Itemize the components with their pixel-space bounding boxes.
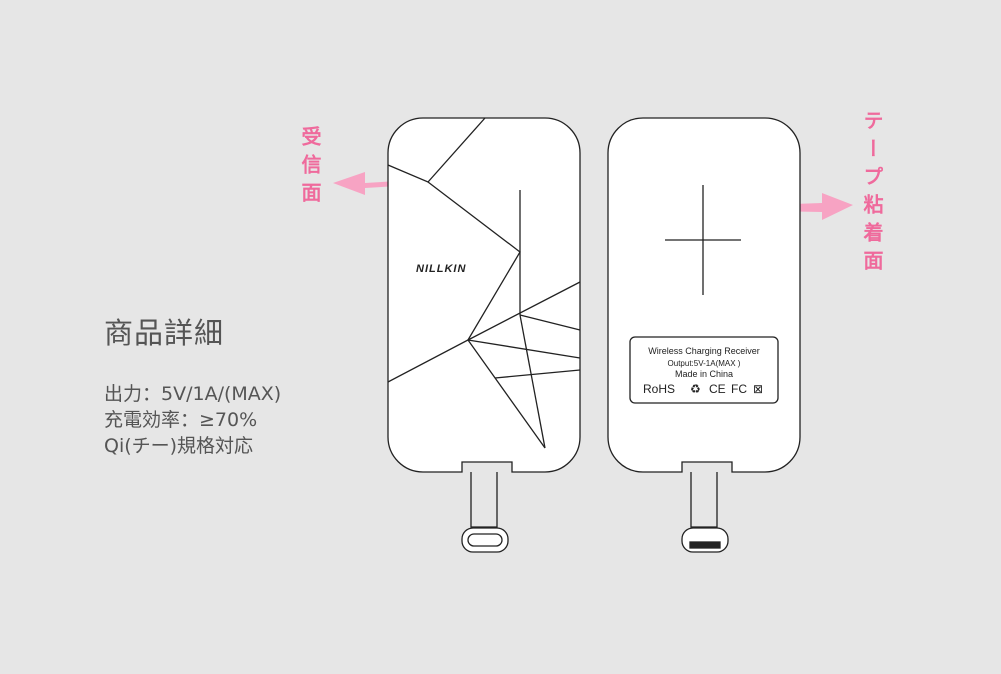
brand-logo: NILLKIN [416, 263, 466, 275]
label-line-3: Made in China [675, 369, 733, 379]
spec-efficiency: 充電効率：≥70% [104, 409, 258, 431]
arrow-left-icon [333, 172, 415, 195]
product-details-heading: 商品詳細 [104, 316, 225, 350]
rohs-mark: RoHS [643, 382, 675, 396]
callout-tape-side: テープ粘着面 [860, 110, 884, 278]
device-back [607, 117, 801, 553]
recycle-icon: ♻ [690, 382, 701, 396]
spec-output: 出力：5V/1A/(MAX) [104, 383, 282, 405]
fcc-mark: FC [731, 382, 747, 396]
weee-bin-icon: ⊠ [753, 382, 763, 396]
ce-mark: CE [709, 382, 726, 396]
spec-qi: Qi(チー)規格対応 [104, 435, 254, 457]
label-line-1: Wireless Charging Receiver [648, 346, 760, 356]
label-line-2: Output:5V-1A(MAX ) [668, 359, 741, 368]
device-front [387, 117, 581, 553]
callout-receiving-side: 受信面 [298, 126, 322, 210]
